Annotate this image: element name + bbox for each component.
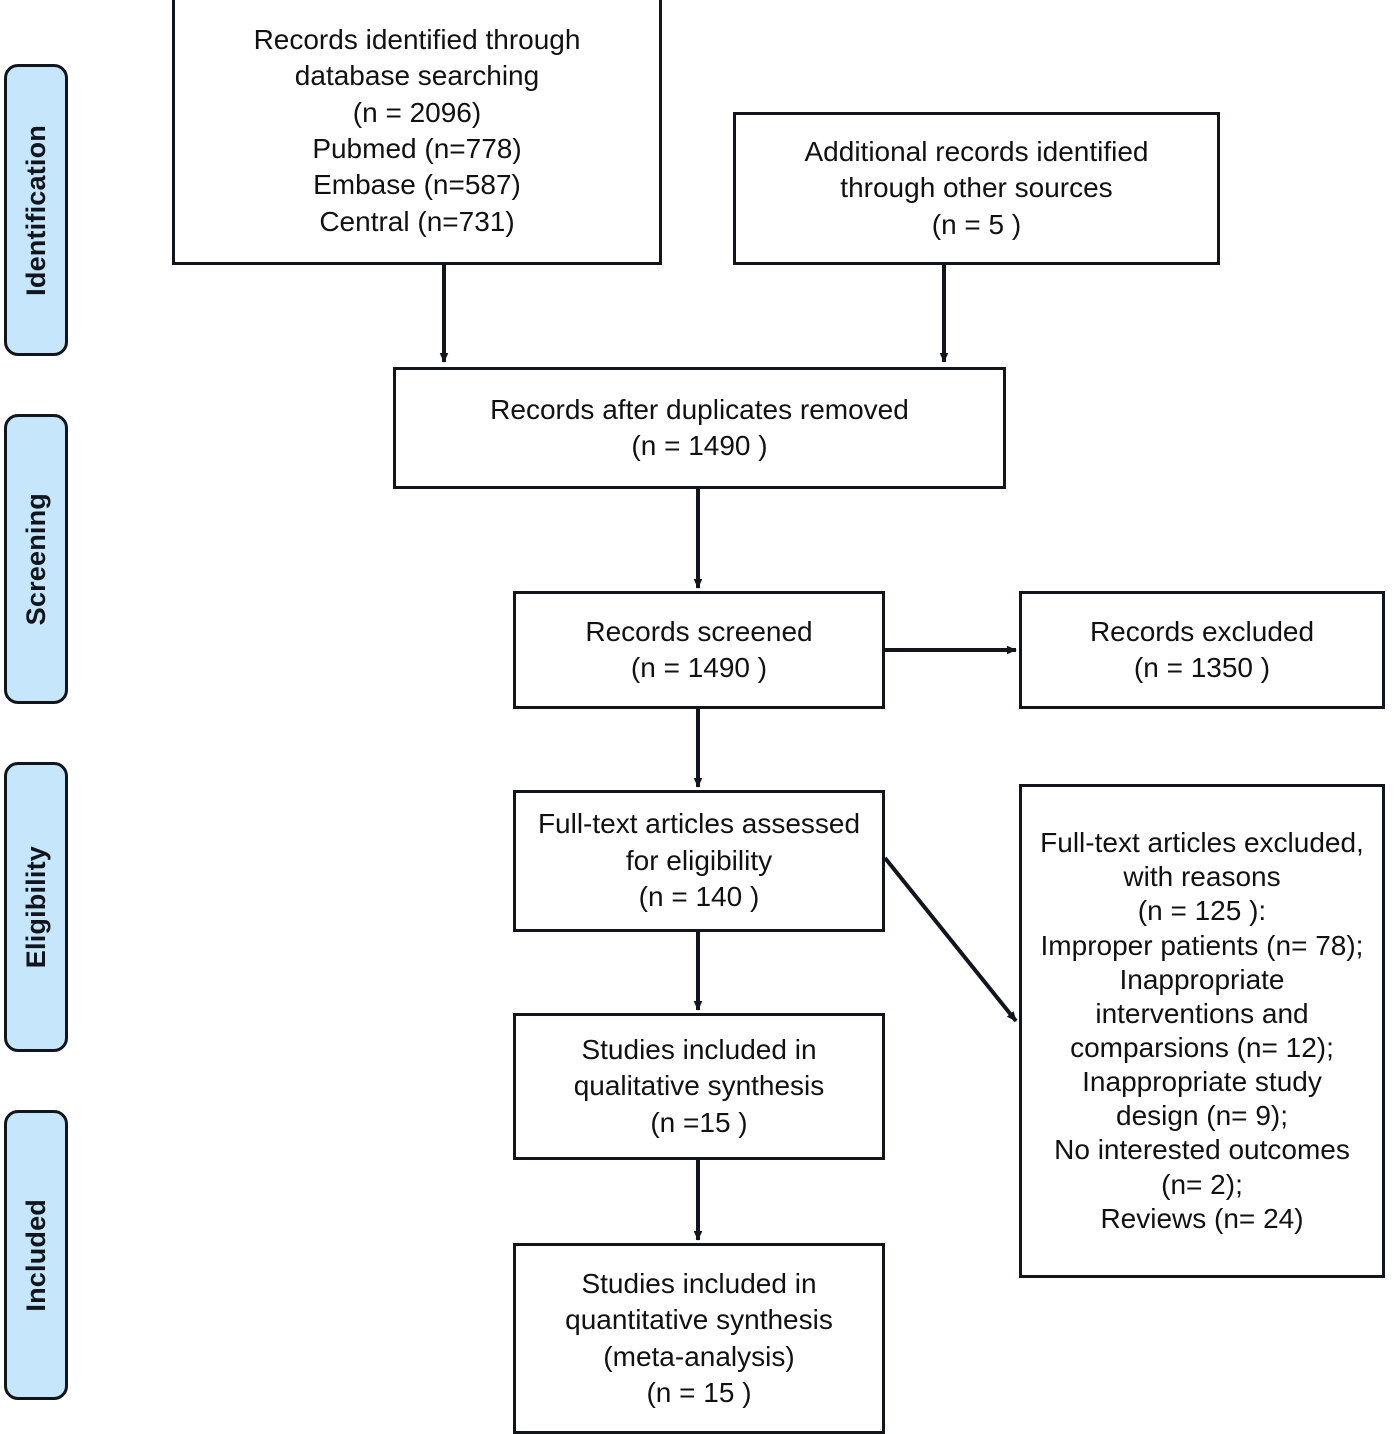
box-fulltext-assessed: Full-text articles assessed for eligibil… (513, 790, 885, 932)
box-fulltext-excluded-reasons: Full-text articles excluded, with reason… (1019, 784, 1385, 1278)
box-quantitative-synthesis-text: Studies included in quantitative synthes… (565, 1267, 833, 1408)
box-fulltext-excluded-reasons-text: Full-text articles excluded, with reason… (1040, 827, 1364, 1234)
stage-included-label: Included (20, 1198, 51, 1312)
box-additional-records-text: Additional records identified through ot… (804, 135, 1149, 240)
box-additional-records: Additional records identified through ot… (733, 112, 1220, 265)
box-records-excluded-text: Records excluded (n = 1350 ) (1089, 615, 1315, 683)
stage-eligibility-label: Eligibility (20, 845, 51, 969)
box-records-excluded: Records excluded (n = 1350 ) (1019, 591, 1385, 709)
stage-eligibility: Eligibility (4, 762, 68, 1052)
box-quantitative-synthesis: Studies included in quantitative synthes… (513, 1243, 885, 1434)
stage-screening-label: Screening (20, 492, 51, 626)
box-records-screened-text: Records screened (n = 1490 ) (585, 615, 813, 683)
box-qualitative-synthesis-text: Studies included in qualitative synthesi… (573, 1033, 825, 1138)
box-records-screened: Records screened (n = 1490 ) (513, 591, 885, 709)
arrow-fulltext-to-excluded (883, 856, 1018, 1023)
stage-identification-label: Identification (20, 124, 51, 296)
box-duplicates-removed-text: Records after duplicates removed (n = 14… (490, 393, 909, 461)
box-qualitative-synthesis: Studies included in qualitative synthesi… (513, 1013, 885, 1160)
box-records-identified-database-text: Records identified through database sear… (253, 23, 581, 237)
box-fulltext-assessed-text: Full-text articles assessed for eligibil… (537, 808, 861, 913)
stage-identification: Identification (4, 64, 68, 356)
stage-included: Included (4, 1110, 68, 1400)
box-duplicates-removed: Records after duplicates removed (n = 14… (393, 367, 1006, 489)
stage-screening: Screening (4, 414, 68, 704)
box-records-identified-database: Records identified through database sear… (172, 0, 662, 265)
